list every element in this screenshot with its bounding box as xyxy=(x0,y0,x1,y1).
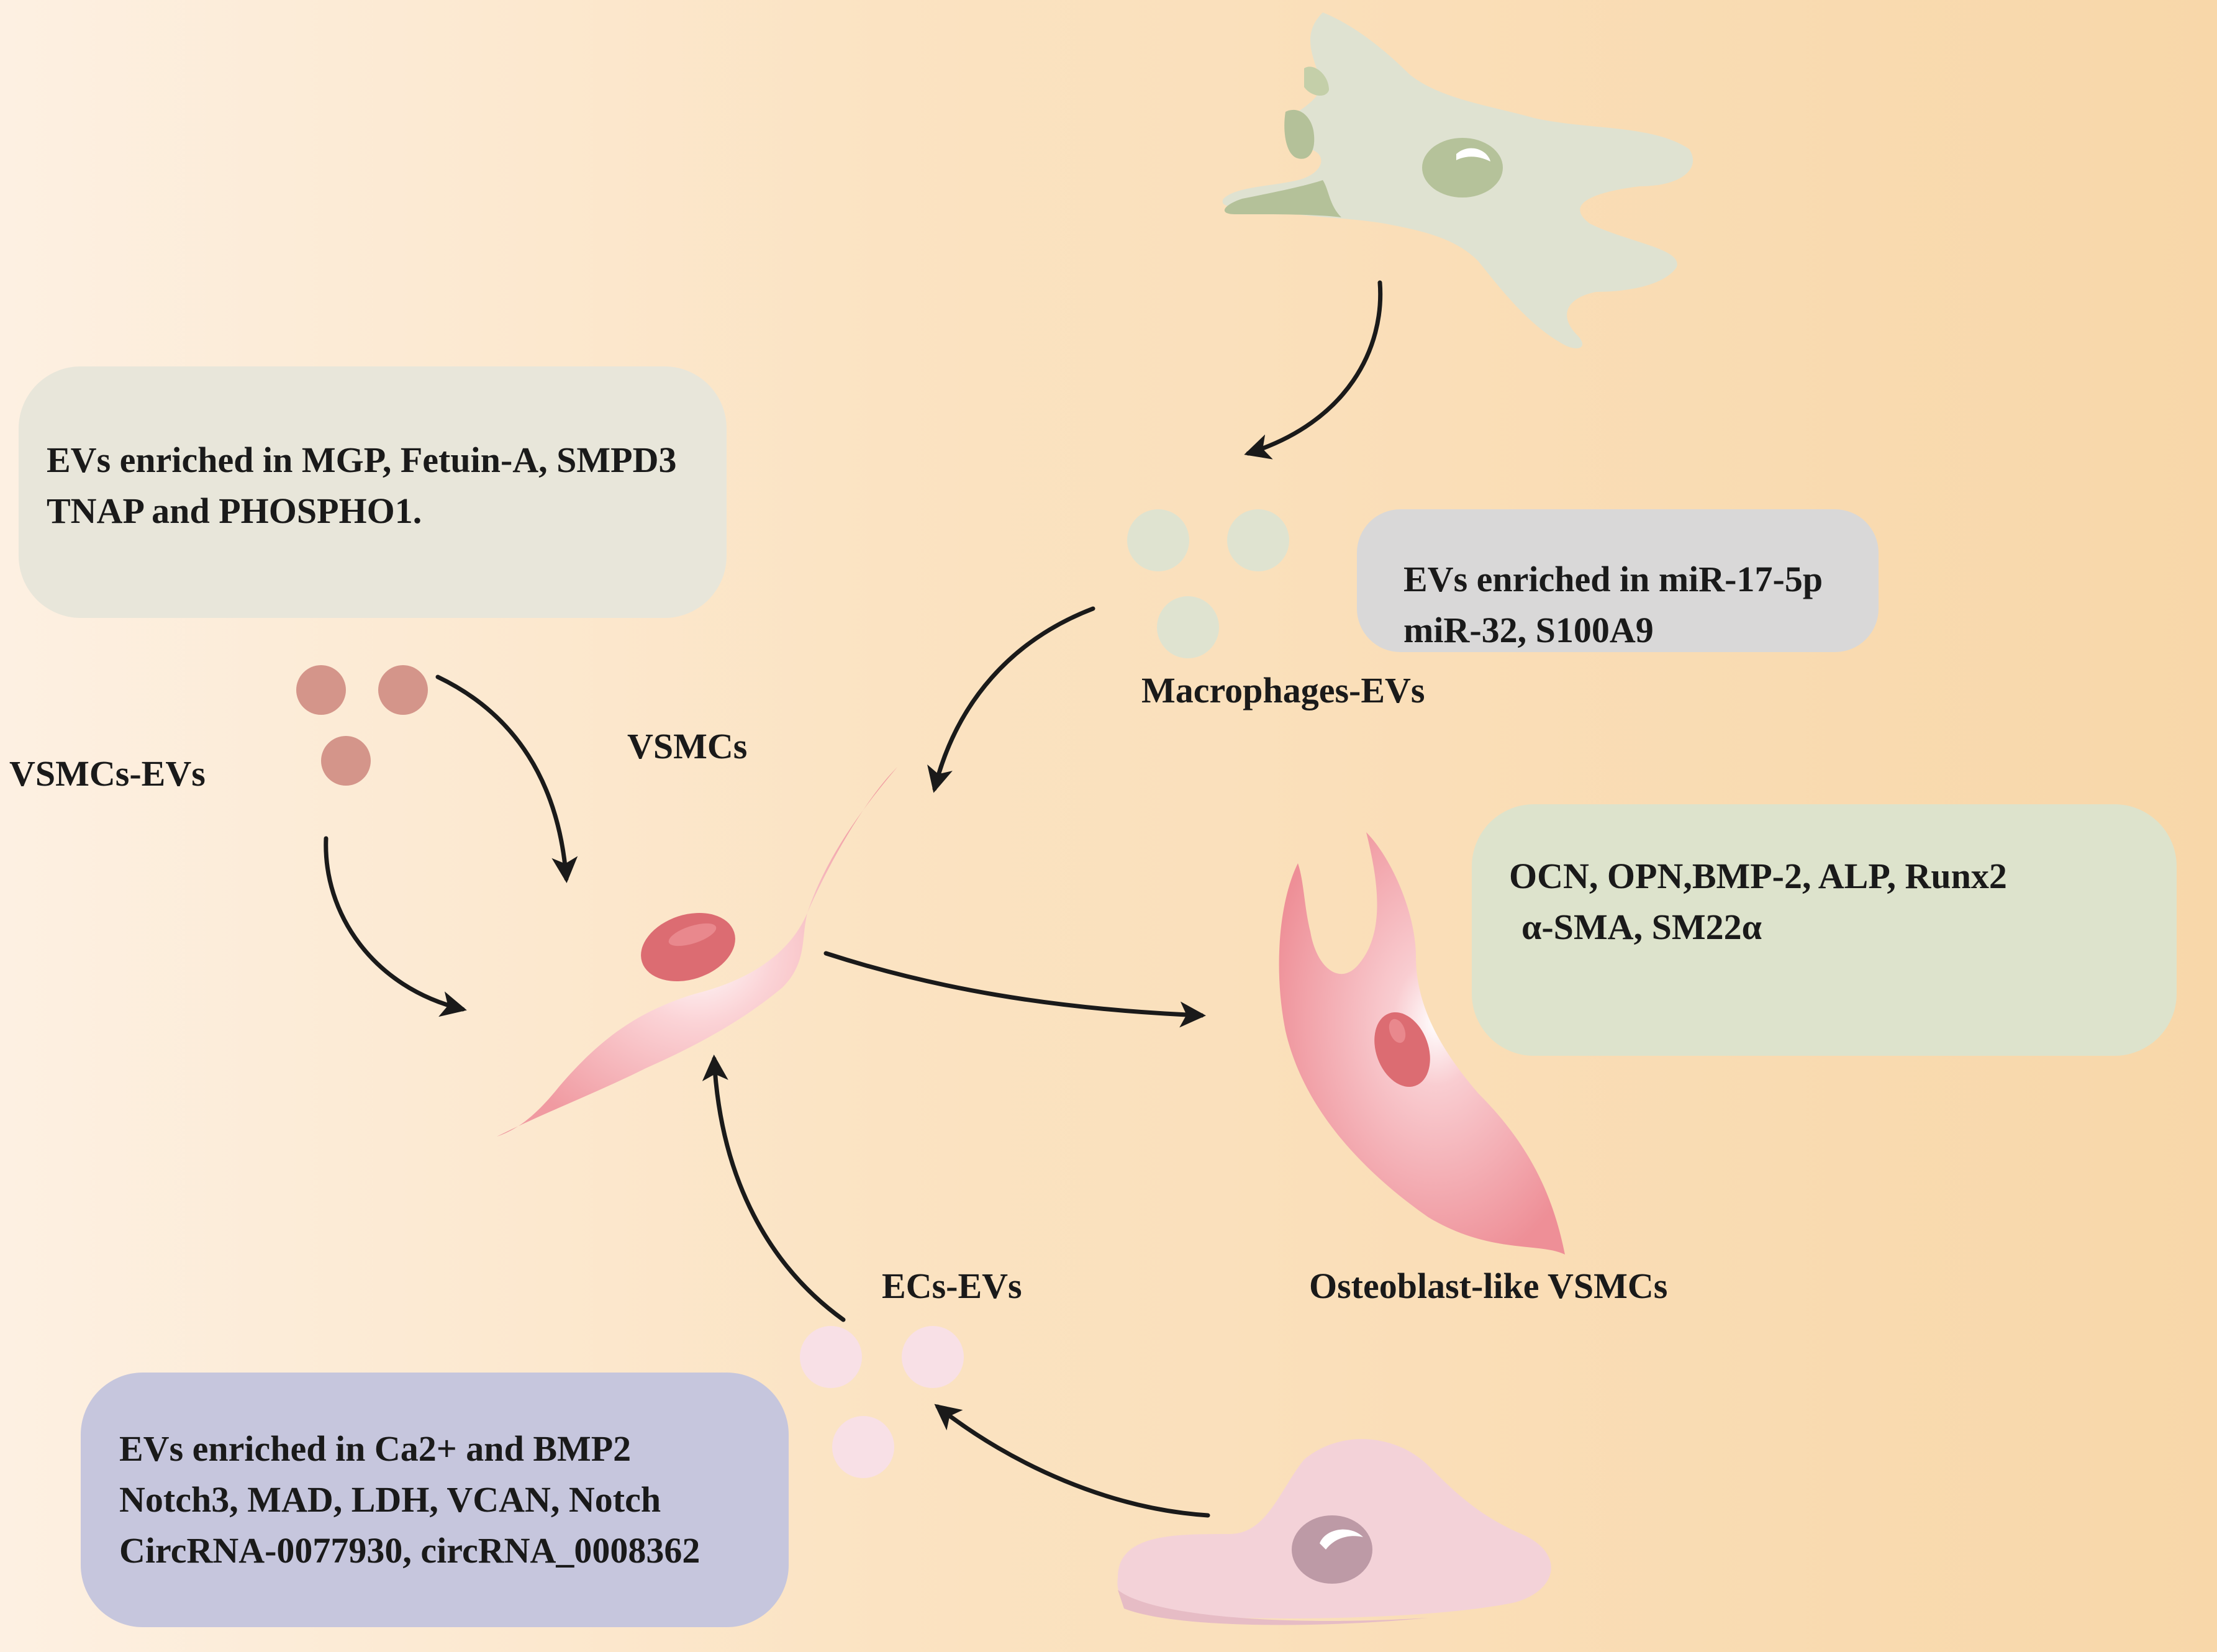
vsmc-ev-circle xyxy=(378,665,428,715)
arrow-macrophage-evs-to-vsmc xyxy=(927,606,1095,793)
ecs-evs-label: ECs-EVs xyxy=(882,1266,1022,1306)
macrophage-ev-group xyxy=(1127,509,1289,658)
ec-ev-circle xyxy=(902,1326,964,1388)
upregulated-markers: OCN, OPN,BMP-2, ALP, Runx2 xyxy=(1509,856,2007,896)
vsmcs-label: VSMCs xyxy=(627,726,748,766)
vsmc-ev-info-box: EVs enriched in MGP, Fetuin-A, SMPD3 TNA… xyxy=(19,366,727,618)
vsmc-ev-group xyxy=(296,665,428,786)
ec-ev-group xyxy=(800,1326,964,1478)
arrow-ec-to-evs xyxy=(934,1404,1210,1518)
arrow-vsmc-evs-to-vsmc-2 xyxy=(324,836,467,1017)
macrophage-ev-circle xyxy=(1157,596,1219,658)
osteoblast-like-label: Osteoblast-like VSMCs xyxy=(1309,1266,1668,1306)
macrophages-evs-label: Macrophages-EVs xyxy=(1141,670,1425,710)
arrow-macrophage-to-evs xyxy=(1244,280,1383,460)
ec-ev-circle xyxy=(832,1416,894,1478)
macrophage-ev-info-line-2: miR-32, S100A9 xyxy=(1403,610,1654,650)
macrophage-ev-info-box: EVs enriched in miR-17-5p miR-32, S100A9 xyxy=(1357,509,1879,652)
vsmcs-evs-label: VSMCs-EVs xyxy=(9,753,206,794)
osteoblast-like-vsmc-icon xyxy=(1279,832,1565,1255)
ec-ev-info-line-3: CircRNA-0077930, circRNA_0008362 xyxy=(119,1530,700,1571)
osteo-marker-box: OCN, OPN,BMP-2, ALP, Runx2 α-SMA, SM22α xyxy=(1472,804,2177,1056)
ec-ev-circle xyxy=(800,1326,862,1388)
ec-ev-info-box: EVs enriched in Ca2+ and BMP2 Notch3, MA… xyxy=(81,1373,789,1627)
macrophage-ev-circle xyxy=(1127,509,1189,571)
arrow-vsmc-to-osteo xyxy=(823,951,1206,1028)
arrow-ec-evs-to-vsmc xyxy=(702,1055,846,1322)
vsmc-ev-info-line-2: TNAP and PHOSPHO1. xyxy=(47,491,422,531)
macrophage-cell-icon xyxy=(1222,12,1693,348)
vsmc-ev-info-line-1: EVs enriched in MGP, Fetuin-A, SMPD3 xyxy=(47,440,677,480)
vsmc-cell-icon xyxy=(497,767,897,1137)
endothelial-cell-icon xyxy=(1117,1439,1551,1625)
ec-ev-info-line-1: EVs enriched in Ca2+ and BMP2 xyxy=(119,1428,632,1469)
vsmc-ev-circle xyxy=(296,665,346,715)
macrophage-ev-circle xyxy=(1227,509,1289,571)
ec-ev-info-line-2: Notch3, MAD, LDH, VCAN, Notch xyxy=(119,1479,661,1520)
macrophage-ev-info-line-1: EVs enriched in miR-17-5p xyxy=(1403,559,1823,599)
vsmc-ev-circle xyxy=(321,736,371,786)
arrow-vsmc-evs-to-vsmc-1 xyxy=(435,674,578,883)
downregulated-markers: α-SMA, SM22α xyxy=(1521,907,1762,947)
